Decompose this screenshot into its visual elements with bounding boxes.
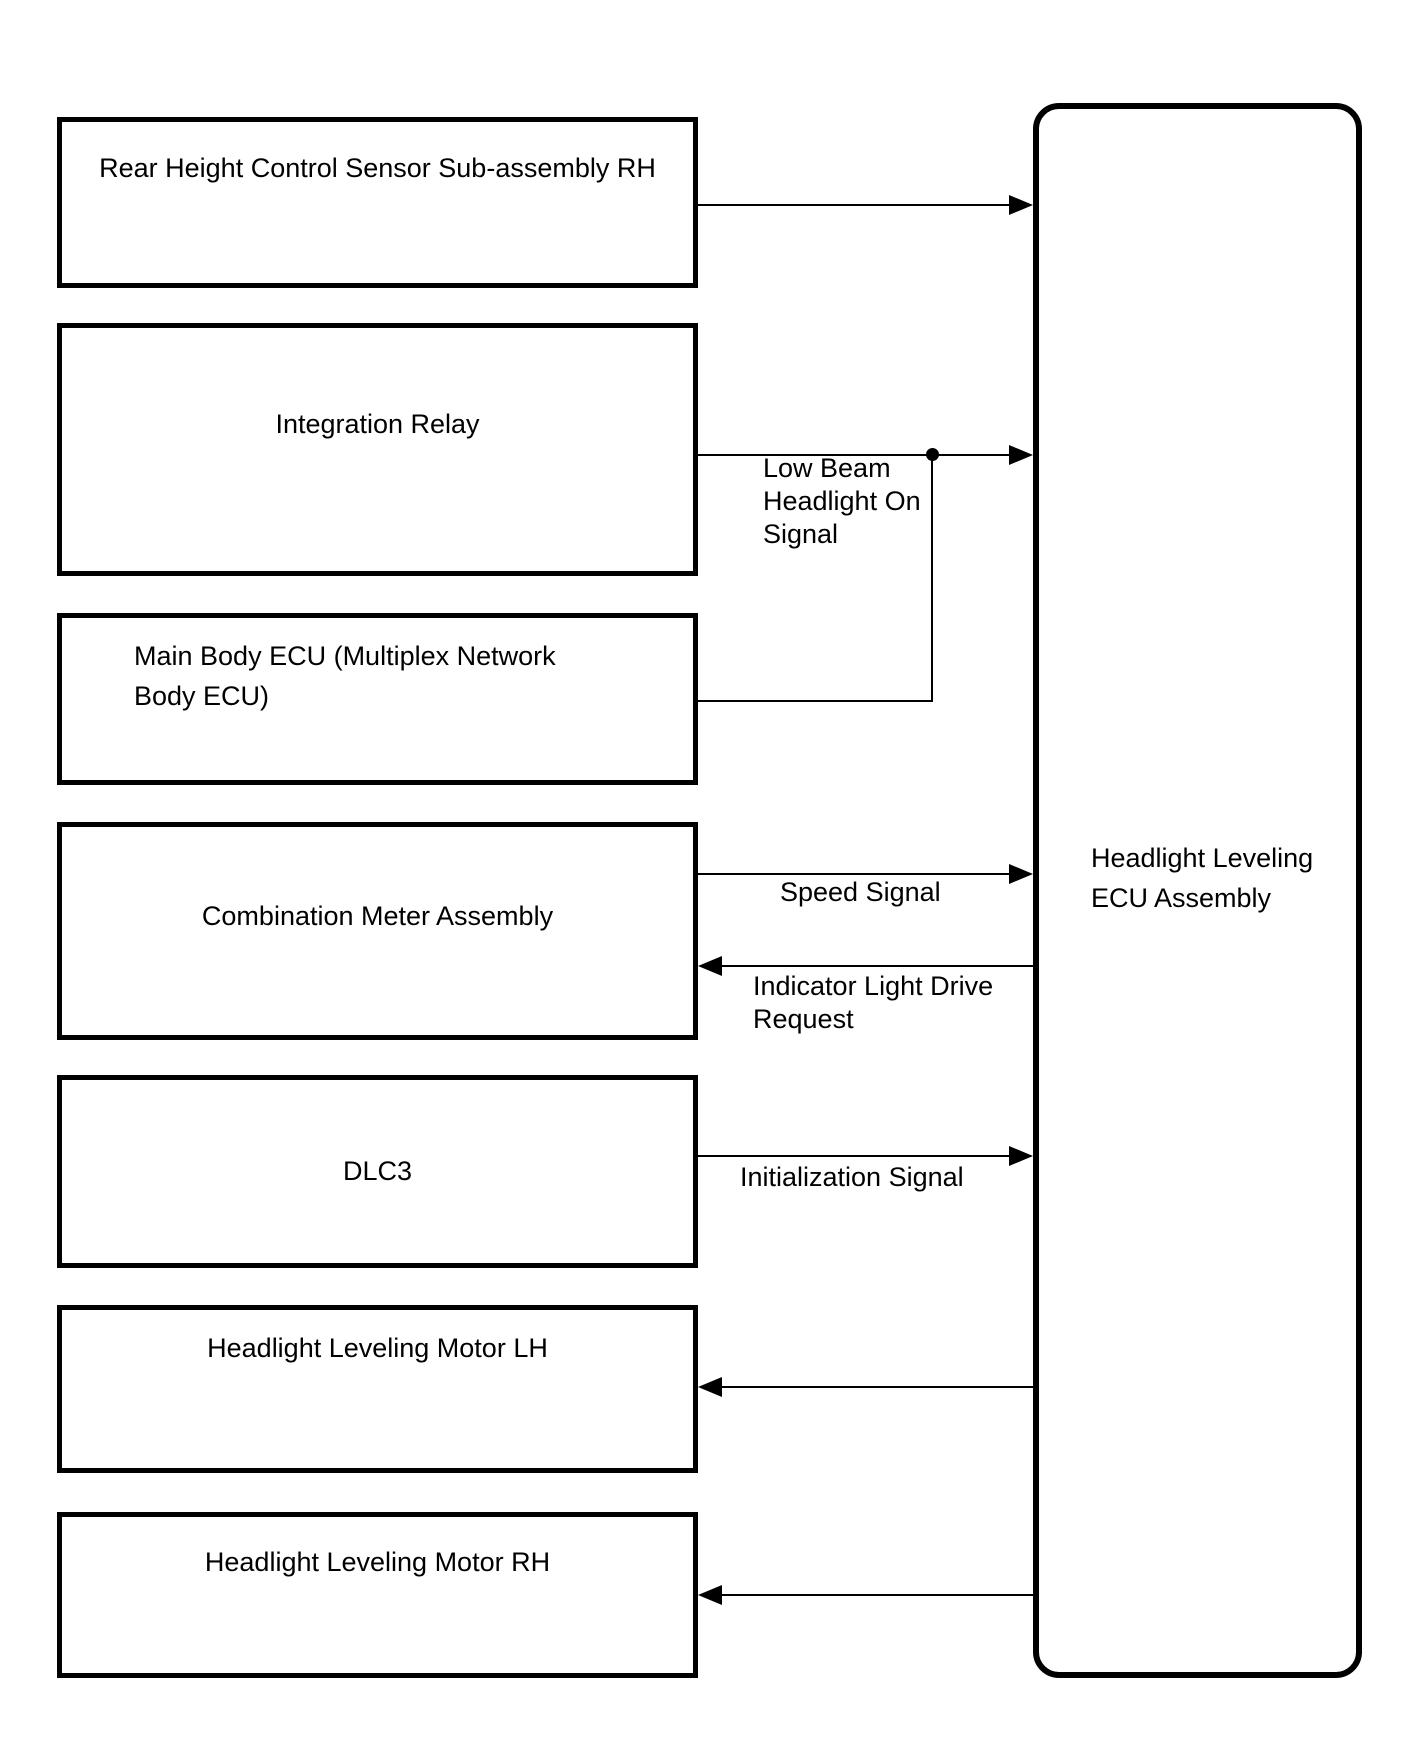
node-dlc3: DLC3	[57, 1075, 698, 1268]
connector-ecu-to-motor-rh	[720, 1594, 1035, 1596]
node-rear-height-sensor-label: Rear Height Control Sensor Sub-assembly …	[99, 153, 656, 183]
connector-rear-height-to-ecu	[698, 204, 1010, 206]
connector-main-body-ecu-horizontal	[698, 700, 933, 702]
node-headlight-leveling-ecu-label: Headlight Leveling ECU Assembly	[1091, 843, 1314, 913]
connector-ecu-to-motor-lh	[720, 1386, 1035, 1388]
connector-initialization-signal	[698, 1155, 1010, 1157]
node-leveling-motor-rh-label: Headlight Leveling Motor RH	[204, 1547, 551, 1577]
label-initialization-signal: Initialization Signal	[740, 1162, 964, 1192]
node-integration-relay-label: Integration Relay	[275, 409, 480, 439]
node-leveling-motor-lh: Headlight Leveling Motor LH	[57, 1305, 698, 1473]
node-rear-height-sensor: Rear Height Control Sensor Sub-assembly …	[57, 117, 698, 288]
node-leveling-motor-lh-label: Headlight Leveling Motor LH	[207, 1333, 548, 1363]
connector-main-body-ecu-vertical	[931, 455, 933, 702]
label-low-beam-headlight-on-signal: Low Beam Headlight On Signal	[763, 453, 921, 549]
node-combination-meter-label: Combination Meter Assembly	[201, 901, 554, 931]
node-leveling-motor-rh: Headlight Leveling Motor RH	[57, 1512, 698, 1678]
label-speed-signal: Speed Signal	[780, 877, 941, 907]
node-integration-relay: Integration Relay	[57, 323, 698, 576]
node-headlight-leveling-ecu: Headlight Leveling ECU Assembly	[1033, 103, 1362, 1678]
arrowhead-indicator-request-icon	[698, 956, 722, 976]
connector-indicator-request	[720, 965, 1035, 967]
node-combination-meter: Combination Meter Assembly	[57, 822, 698, 1040]
arrowhead-ecu-to-motor-lh-icon	[698, 1377, 722, 1397]
arrowhead-speed-signal-icon	[1009, 864, 1033, 884]
connector-speed-signal	[698, 873, 1010, 875]
label-indicator-light-drive-request: Indicator Light Drive Request	[753, 971, 994, 1034]
arrowhead-low-beam-to-ecu-icon	[1009, 445, 1033, 465]
node-main-body-ecu-label: Main Body ECU (Multiplex Network Body EC…	[134, 641, 556, 711]
connector-low-beam-to-ecu	[698, 454, 1010, 456]
node-dlc3-label: DLC3	[342, 1156, 413, 1186]
arrowhead-ecu-to-motor-rh-icon	[698, 1585, 722, 1605]
node-main-body-ecu: Main Body ECU (Multiplex Network Body EC…	[57, 613, 698, 785]
arrowhead-initialization-signal-icon	[1009, 1146, 1033, 1166]
junction-dot	[926, 448, 939, 461]
arrowhead-rear-height-to-ecu-icon	[1009, 195, 1033, 215]
